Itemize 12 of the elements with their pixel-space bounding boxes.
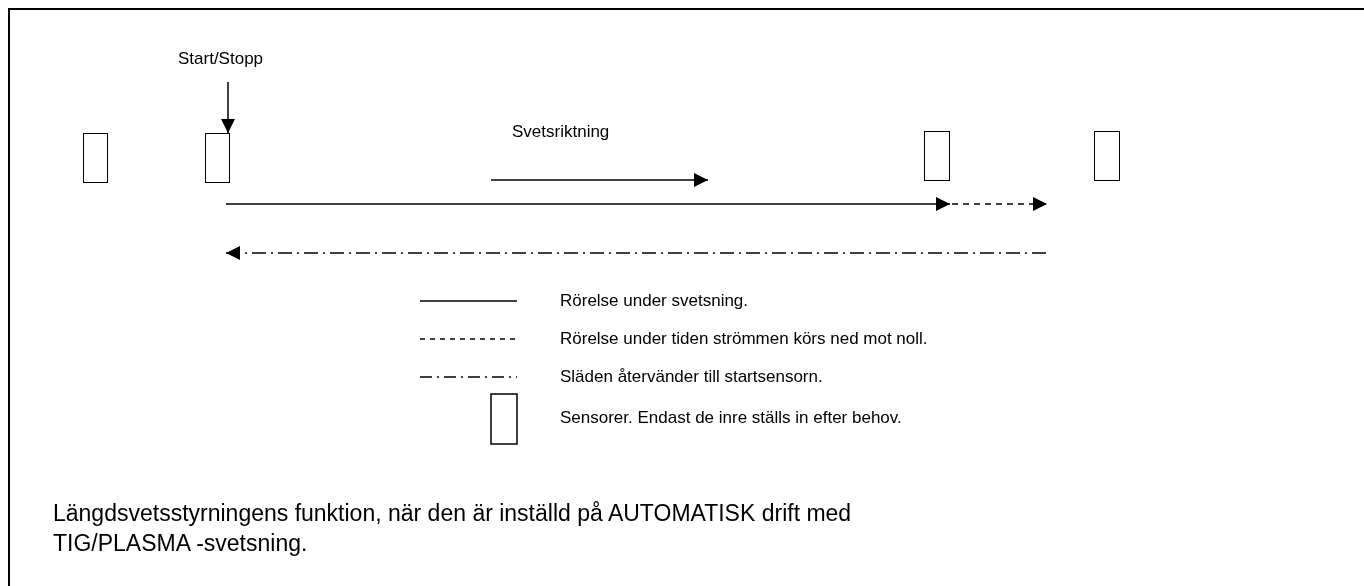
legend-text: Rörelse under tiden strömmen körs ned mot noll.: [560, 328, 928, 350]
sensor-box: [924, 131, 950, 181]
caption: Längdsvetsstyrningens funktion, när den är inställd på AUTOMATISK drift med TIG/PLASMA -svetsning.: [53, 499, 853, 558]
sensor-box: [205, 133, 230, 183]
start-stop-label: Start/Stopp: [178, 48, 264, 70]
leader-arrow: [221, 81, 235, 134]
legend-text: Släden återvänder till startsensorn.: [560, 366, 823, 388]
legend-text: Sensorer. Endast de inre ställs in efter behov.: [560, 407, 902, 429]
sensor-box: [1094, 131, 1120, 181]
direction-label: Svetsriktning: [512, 121, 610, 143]
legend-text: Rörelse under svetsning.: [560, 290, 749, 312]
sensor-box: [83, 133, 108, 183]
